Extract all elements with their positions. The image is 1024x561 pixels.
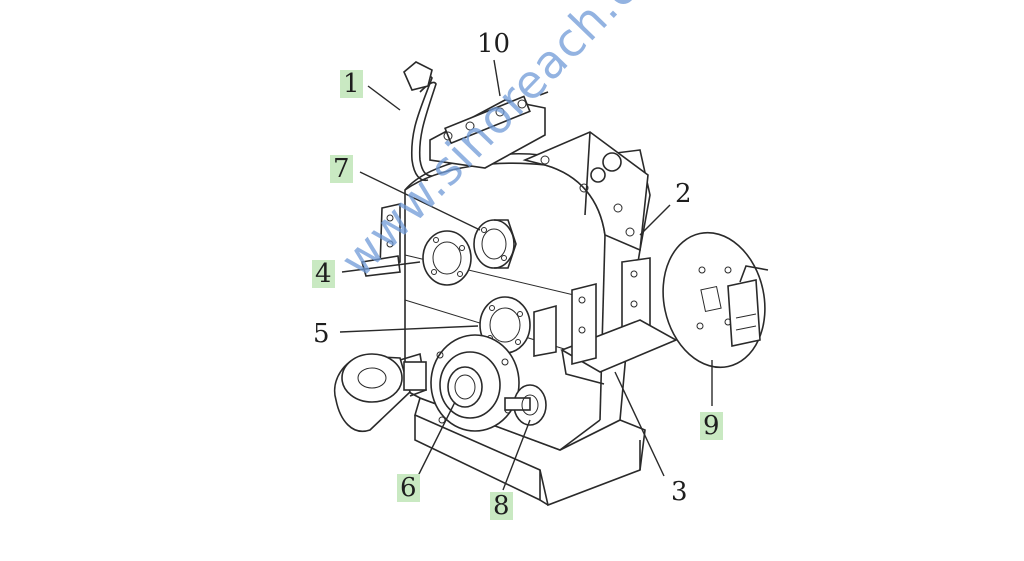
flange-4	[422, 230, 472, 286]
callout-3: 3	[671, 477, 688, 507]
control-valve	[429, 91, 549, 169]
callout-9: 9	[700, 412, 723, 440]
callout-5: 5	[313, 319, 330, 349]
flange-8	[504, 384, 547, 426]
left-mount-bracket	[360, 203, 401, 277]
callout-7: 7	[330, 155, 353, 183]
callout-1: 1	[340, 70, 363, 98]
leader-lines	[339, 59, 713, 491]
right-mount-bracket	[533, 257, 678, 385]
callout-2: 2	[675, 179, 692, 209]
output-flange-6	[430, 334, 520, 432]
flange-7	[473, 219, 517, 269]
oil-pipe	[403, 61, 437, 182]
callout-4: 4	[312, 260, 335, 288]
callout-10: 10	[477, 29, 511, 59]
callout-8: 8	[490, 492, 513, 520]
hydraulic-pump	[333, 352, 427, 433]
callout-6: 6	[397, 474, 420, 502]
top-cover-box	[522, 131, 649, 252]
brake-disc	[662, 231, 769, 369]
